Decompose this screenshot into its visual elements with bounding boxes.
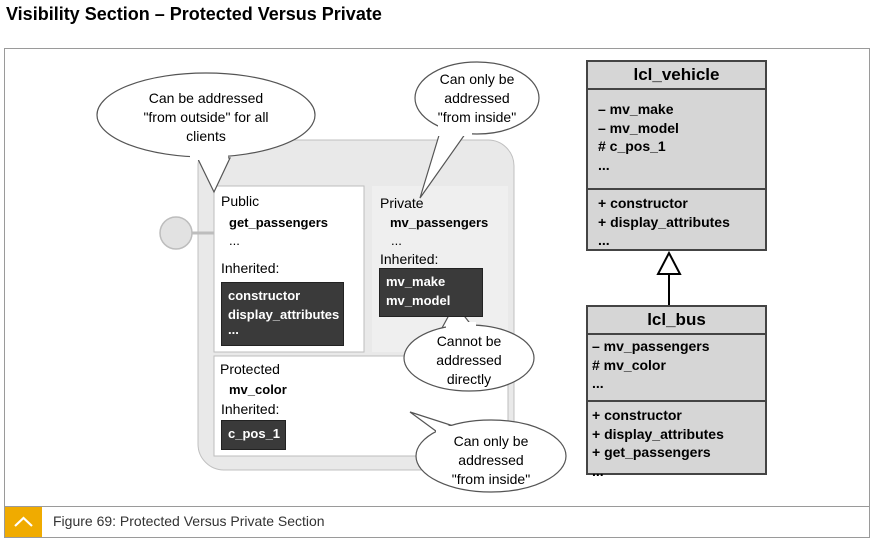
class-attributes: – mv_make – mv_model # c_pos_1 ... [588, 90, 765, 190]
callout-private-inside-text: Can only be addressed "from inside" [437, 71, 517, 125]
private-inherited-label: Inherited: [380, 251, 439, 267]
class-methods: + constructor + display_attributes ... [598, 195, 730, 248]
callout-protected-inside-text: Can only be addressed "from inside" [451, 433, 531, 487]
inherited-item: constructor [228, 288, 301, 303]
protected-member: mv_color [229, 382, 287, 397]
class-lcl-bus: lcl_bus – mv_passengers # mv_color ... +… [586, 305, 767, 479]
protected-inherited-label: Inherited: [221, 401, 280, 417]
figure-caption: Figure 69: Protected Versus Private Sect… [53, 513, 325, 529]
callout-cannot-direct [403, 302, 535, 392]
public-inherited-box: constructor display_attributes ... [221, 282, 344, 346]
caption-bar: Figure 69: Protected Versus Private Sect… [5, 506, 869, 537]
callout-private-inside [414, 61, 540, 199]
class-name: lcl_vehicle [588, 62, 765, 90]
page-title: Visibility Section – Protected Versus Pr… [6, 4, 382, 24]
callout-public-outside-text: Can be addressed "from outside" for all … [143, 90, 269, 144]
callout-cannot-direct-text: Cannot be addressed directly [436, 333, 502, 387]
protected-title: Protected [220, 361, 280, 377]
class-lcl-vehicle: lcl_vehicle – mv_make – mv_model # c_pos… [586, 60, 767, 251]
collapse-toggle[interactable] [5, 507, 42, 537]
class-methods: + constructor + display_attributes + get… [592, 407, 724, 479]
class-name: lcl_bus [588, 307, 765, 335]
chevron-up-icon [14, 516, 33, 527]
callout-protected-inside [409, 411, 567, 493]
inherited-item: c_pos_1 [228, 426, 281, 441]
public-interface-circle [159, 216, 193, 250]
public-title: Public [221, 193, 260, 209]
inheritance-arrow [656, 250, 682, 305]
inherited-item: mv_make [386, 274, 446, 289]
public-inherited-label: Inherited: [221, 260, 280, 276]
figure-frame: Figure 69: Protected Versus Private Sect… [4, 48, 870, 538]
class-attributes: – mv_passengers # mv_color ... [588, 335, 765, 402]
inherited-item: mv_model [386, 293, 451, 308]
private-inherited-box: mv_make mv_model [379, 268, 483, 317]
public-ellipsis: ... [229, 233, 240, 248]
inherited-item: display_attributes [228, 307, 340, 322]
callout-public-outside [96, 72, 316, 194]
private-member: mv_passengers [390, 215, 489, 230]
private-ellipsis: ... [391, 233, 402, 248]
public-member: get_passengers [229, 215, 328, 230]
protected-inherited-box: c_pos_1 [221, 420, 286, 450]
private-title: Private [380, 195, 424, 211]
inherited-item: ... [228, 322, 239, 337]
